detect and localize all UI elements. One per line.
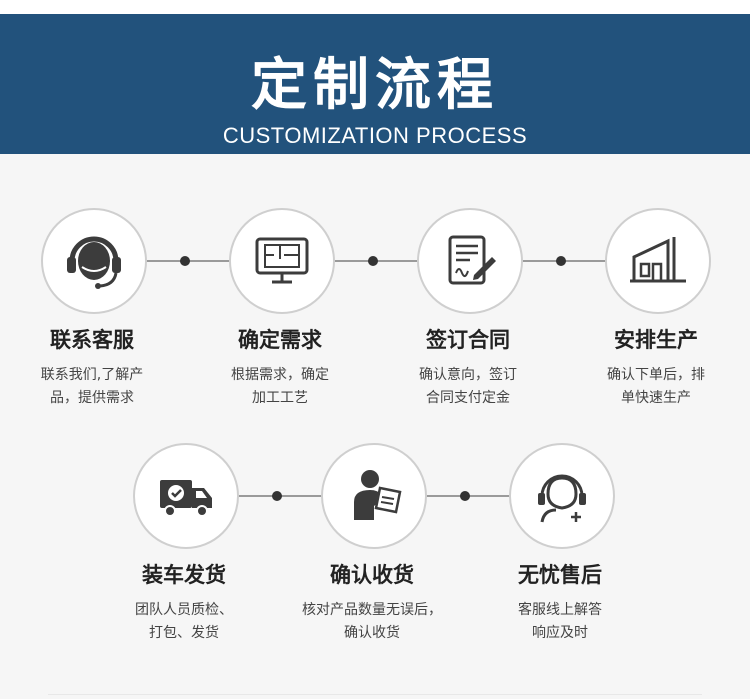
factory-icon [630,237,686,283]
step-title: 确定需求 [238,328,322,352]
step-description: 客服线上解答 响应及时 [518,602,602,641]
step-title: 无忧售后 [518,563,602,587]
step-description: 团队人员质检、 打包、发货 [135,602,233,641]
step-description: 确认意向，签订 合同支付定金 [419,367,517,406]
page-title: 定制流程 [251,53,499,118]
step-circle [321,443,427,549]
step-circle [41,208,147,314]
page-subtitle: CUSTOMIZATION PROCESS [222,123,528,148]
step-title: 签订合同 [426,328,510,352]
step-title: 安排生产 [614,328,698,352]
step-title: 装车发货 [142,563,226,587]
customer-service-icon [538,474,586,523]
connector-dot [368,256,378,266]
step-description: 核对产品数量无误后， 确认收货 [302,602,442,641]
connector-dot [460,491,470,501]
receive-goods-icon [354,470,402,520]
step-circle [417,208,523,314]
connector-dot [556,256,566,266]
step-title: 确认收货 [330,563,414,587]
bottom-divider [48,694,702,695]
top-margin [0,0,750,14]
step-description: 确认下单后，排 单快速生产 [607,367,705,406]
contract-sign-icon [448,235,496,285]
delivery-truck-icon [160,480,212,517]
floor-plan-monitor-icon [255,237,309,284]
step-description: 联系我们,了解产 品，提供需求 [40,367,144,406]
connector-dot [180,256,190,266]
step-circle [133,443,239,549]
connector-dot [272,491,282,501]
headset-icon [67,236,121,289]
header-banner: 定制流程 CUSTOMIZATION PROCESS [0,14,750,154]
step-description: 根据需求，确定 加工工艺 [231,367,329,406]
step-circle [605,208,711,314]
step-circle [509,443,615,549]
step-title: 联系客服 [50,328,134,352]
step-circle [229,208,335,314]
